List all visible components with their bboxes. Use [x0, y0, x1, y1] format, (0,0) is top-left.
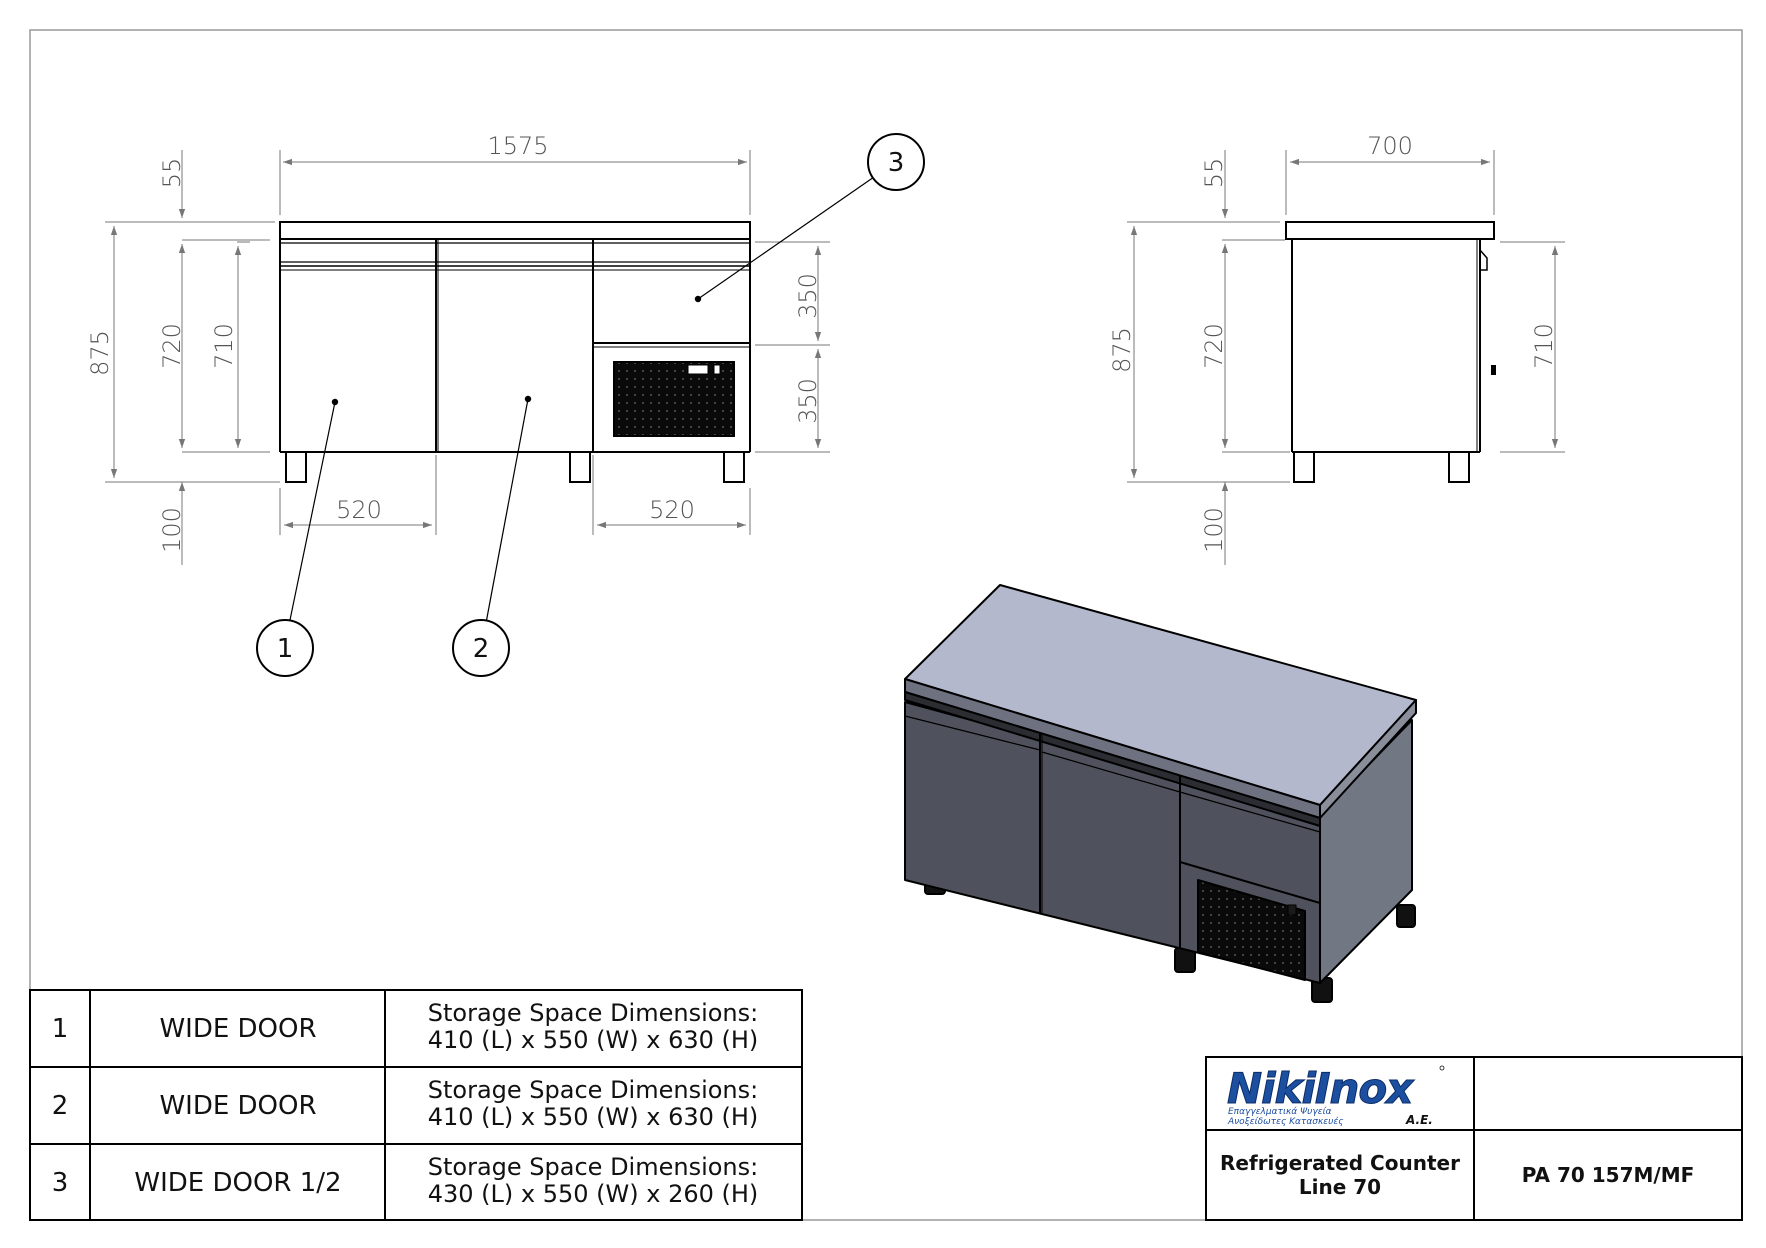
svg-text:3: 3 — [888, 148, 905, 178]
dim-door-width-right: 520 — [649, 496, 695, 524]
dim-door-width-left: 520 — [336, 496, 382, 524]
svg-text:WIDE DOOR 1/2: WIDE DOOR 1/2 — [134, 1168, 341, 1198]
svg-text:1: 1 — [52, 1014, 69, 1044]
dim-drawer-lower: 350 — [794, 378, 822, 424]
side-dimensions — [1127, 150, 1565, 565]
logo-suffix: A.E. — [1405, 1113, 1433, 1127]
dim-leg-height: 100 — [158, 507, 186, 553]
parts-table: 1 WIDE DOOR Storage Space Dimensions: 41… — [29, 989, 803, 1221]
svg-text:WIDE DOOR: WIDE DOOR — [159, 1014, 316, 1044]
dim-body-height: 720 — [158, 323, 186, 369]
svg-text:Storage Space Dimensions:: Storage Space Dimensions: — [428, 999, 758, 1027]
balloon-3: 3 — [867, 133, 925, 191]
title-block: NikiInox A.E. Επαγγελματικά Ψυγεία Ανοξε… — [1205, 1056, 1743, 1221]
isometric-view — [904, 584, 1417, 1003]
svg-text:WIDE DOOR: WIDE DOOR — [159, 1091, 316, 1121]
front-dimensions — [105, 150, 830, 565]
svg-text:2: 2 — [473, 634, 490, 664]
dim-top-gap: 55 — [158, 158, 186, 189]
dim-side-leg-height: 100 — [1200, 507, 1228, 553]
balloon-2: 2 — [452, 619, 510, 677]
parts-row-2: 2 WIDE DOOR Storage Space Dimensions: 41… — [52, 1076, 759, 1131]
side-view — [1285, 221, 1496, 483]
svg-text:430 (L) x 550 (W) x 260 (H): 430 (L) x 550 (W) x 260 (H) — [428, 1180, 759, 1208]
logo-tagline-2: Ανοξείδωτες Κατασκευές — [1227, 1116, 1344, 1127]
dim-depth: 700 — [1367, 132, 1413, 160]
dim-side-door-height: 710 — [1530, 323, 1558, 369]
dim-side-top-gap: 55 — [1200, 158, 1228, 189]
parts-row-3: 3 WIDE DOOR 1/2 Storage Space Dimensions… — [52, 1153, 759, 1208]
product-line-1: Refrigerated Counter — [1220, 1151, 1460, 1175]
balloon-leaders — [289, 176, 875, 624]
dim-door-height: 710 — [210, 323, 238, 369]
dim-total-height: 875 — [86, 330, 114, 376]
svg-text:1: 1 — [277, 634, 294, 664]
dim-side-body-height: 720 — [1200, 323, 1228, 369]
svg-text:3: 3 — [52, 1168, 69, 1198]
balloon-1: 1 — [256, 619, 314, 677]
svg-text:Storage Space Dimensions:: Storage Space Dimensions: — [428, 1153, 758, 1181]
parts-row-1: 1 WIDE DOOR Storage Space Dimensions: 41… — [52, 999, 759, 1054]
side-dimension-labels: 700 55 875 720 710 100 — [1108, 132, 1558, 553]
logo-tagline-1: Επαγγελματικά Ψυγεία — [1228, 1107, 1332, 1117]
logo-name: NikiInox — [1227, 1064, 1415, 1113]
company-logo: NikiInox A.E. Επαγγελματικά Ψυγεία Ανοξε… — [1227, 1064, 1445, 1127]
dim-side-total-height: 875 — [1108, 327, 1136, 373]
sheet-border — [29, 29, 1743, 1221]
dim-drawer-upper: 350 — [794, 273, 822, 319]
front-view — [279, 221, 751, 483]
svg-text:Storage Space Dimensions:: Storage Space Dimensions: — [428, 1076, 758, 1104]
dim-width: 1575 — [487, 132, 548, 160]
product-line-2: Line 70 — [1299, 1175, 1381, 1199]
svg-text:2: 2 — [52, 1091, 69, 1121]
svg-text:410 (L) x 550 (W) x 630 (H): 410 (L) x 550 (W) x 630 (H) — [428, 1103, 759, 1131]
model-number: PA 70 157M/MF — [1522, 1163, 1695, 1187]
front-dimension-labels: 1575 55 875 720 710 350 350 100 520 520 — [86, 132, 822, 553]
svg-text:410 (L) x 550 (W) x 630 (H): 410 (L) x 550 (W) x 630 (H) — [428, 1026, 759, 1054]
